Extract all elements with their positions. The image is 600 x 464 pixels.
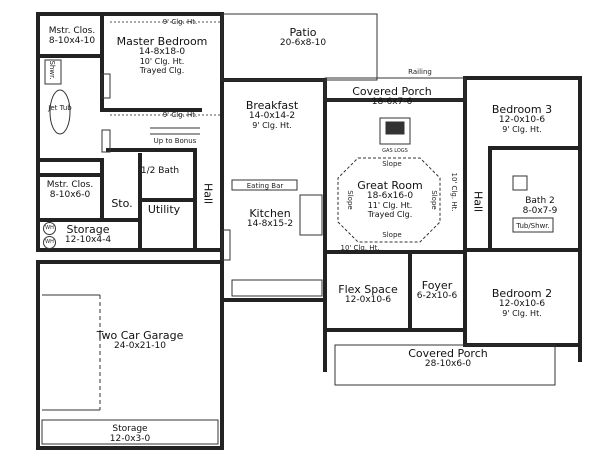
bedroom3-ceiling: 9' Clg. Ht. xyxy=(502,125,542,134)
breakfast-name: Breakfast xyxy=(245,99,299,112)
great-room-name: Great Room xyxy=(357,179,423,192)
bedroom3-dims: 12-0x10-6 xyxy=(498,115,546,125)
hall-right-label: Hall xyxy=(471,190,485,213)
master-closet-top-name: Mstr. Clos. xyxy=(48,26,96,36)
covered-porch-rear-name: Covered Porch xyxy=(352,85,432,98)
master-bedroom-ceiling: 10' Clg. Ht. xyxy=(139,57,185,66)
storage-bottom-dims: 12-0x3-0 xyxy=(109,434,151,444)
up-to-bonus-note: Up to Bonus xyxy=(153,137,197,145)
breakfast-ceiling: 9' Clg. Ht. xyxy=(252,121,292,130)
storage-bottom-name: Storage xyxy=(112,424,148,434)
master-closet-bottom-dims: 8-10x6-0 xyxy=(49,190,91,200)
covered-porch-rear-label: Covered Porch 18-6x7-6 xyxy=(352,86,432,107)
patio-label: Patio 20-6x8-10 xyxy=(280,27,326,48)
flex-space-dims: 12-0x10-6 xyxy=(344,295,392,305)
railing-note: Railing xyxy=(408,68,432,76)
breakfast-label: Breakfast 14-0x14-2 9' Clg. Ht. xyxy=(246,100,298,130)
bedroom3-name: Bedroom 3 xyxy=(491,103,553,116)
master-bedroom-label: Master Bedroom 14-8x18-0 10' Clg. Ht. Tr… xyxy=(117,36,208,75)
flex-space-label: Flex Space 12-0x10-6 xyxy=(338,284,398,305)
half-bath-label: 1/2 Bath xyxy=(141,166,179,176)
master-bedroom-dims: 14-8x18-0 xyxy=(138,47,186,57)
bedroom2-name: Bedroom 2 xyxy=(491,287,553,300)
master-closet-top-label: Mstr. Clos. 8-10x4-10 xyxy=(49,26,95,46)
ceiling-note-mid: 9' Clg. Ht. xyxy=(162,111,198,119)
water-heater-2-tag: WH xyxy=(43,236,56,249)
foyer-name: Foyer xyxy=(421,279,453,292)
garage-dims: 24-0x21-10 xyxy=(114,341,166,351)
great-room-ceiling: 11' Clg. Ht. xyxy=(367,201,413,210)
flex-space-name: Flex Space xyxy=(338,283,398,296)
covered-porch-front-name: Covered Porch xyxy=(408,347,488,360)
half-bath-name: 1/2 Bath xyxy=(140,166,180,176)
water-heater-1-tag: WH xyxy=(43,222,56,235)
shower-note: Shwr. xyxy=(48,60,56,80)
great-room-ceiling-note: 10' Clg. Ht. xyxy=(340,244,380,252)
bedroom2-ceiling: 9' Clg. Ht. xyxy=(502,309,542,318)
storage-left-label: Storage 12-10x4-4 xyxy=(65,224,111,245)
master-closet-bottom-label: Mstr. Clos. 8-10x6-0 xyxy=(47,180,93,200)
ceiling-note-top: 9' Clg. Ht. xyxy=(162,18,198,26)
foyer-label: Foyer 6-2x10-6 xyxy=(417,280,457,301)
great-room-dims: 18-6x16-0 xyxy=(366,191,414,201)
storage-small-name: Sto. xyxy=(111,197,133,210)
great-room-label: Great Room 18-6x16-0 11' Clg. Ht. Trayed… xyxy=(357,180,422,219)
slope-top-note: Slope xyxy=(382,160,402,168)
covered-porch-front-dims: 28-10x6-0 xyxy=(424,359,472,369)
master-closet-top-dims: 8-10x4-10 xyxy=(48,36,96,46)
hall-left-name: Hall xyxy=(201,182,215,205)
patio-dims: 20-6x8-10 xyxy=(279,38,327,48)
bedroom2-label: Bedroom 2 12-0x10-6 9' Clg. Ht. xyxy=(492,288,552,318)
gas-logs-note: GAS LOGS xyxy=(382,148,408,154)
slope-left-note: Slope xyxy=(346,190,354,210)
foyer-dims: 6-2x10-6 xyxy=(416,291,458,301)
kitchen-label: Kitchen 14-8x15-2 xyxy=(247,208,293,229)
great-room-right-ceiling-note: 10' Clg. Ht. xyxy=(450,172,458,212)
kitchen-dims: 14-8x15-2 xyxy=(246,219,294,229)
great-room-tray: Trayed Clg. xyxy=(367,210,413,219)
garage-label: Two Car Garage 24-0x21-10 xyxy=(97,330,184,351)
bath2-dims: 8-0x7-9 xyxy=(522,206,558,216)
bath2-name: Bath 2 xyxy=(525,196,555,206)
slope-bottom-note: Slope xyxy=(382,231,402,239)
bedroom3-label: Bedroom 3 12-0x10-6 9' Clg. Ht. xyxy=(492,104,552,134)
hall-right-name: Hall xyxy=(471,190,485,213)
covered-porch-rear-dims: 18-6x7-6 xyxy=(371,97,413,107)
tub-shower-note: Tub/Shwr. xyxy=(516,222,550,230)
bedroom2-dims: 12-0x10-6 xyxy=(498,299,546,309)
covered-porch-front-label: Covered Porch 28-10x6-0 xyxy=(408,348,488,369)
master-closet-bottom-name: Mstr. Clos. xyxy=(46,180,94,190)
slope-right-note: Slope xyxy=(430,190,438,210)
master-bedroom-tray: Trayed Clg. xyxy=(139,66,185,75)
storage-left-name: Storage xyxy=(66,223,110,236)
master-bedroom-name: Master Bedroom xyxy=(116,35,208,48)
garage-name: Two Car Garage xyxy=(96,329,184,342)
kitchen-name: Kitchen xyxy=(249,207,291,220)
bath2-label: Bath 2 8-0x7-9 xyxy=(523,196,558,216)
jet-tub-note: Jet Tub xyxy=(48,104,72,112)
eating-bar-note: Eating Bar xyxy=(246,182,284,190)
breakfast-dims: 14-0x14-2 xyxy=(248,111,296,121)
utility-name: Utility xyxy=(147,203,181,216)
patio-name: Patio xyxy=(289,26,317,39)
hall-left-label: Hall xyxy=(201,182,215,205)
storage-small-label: Sto. xyxy=(111,198,132,209)
storage-bottom-label: Storage 12-0x3-0 xyxy=(110,424,150,444)
storage-left-dims: 12-10x4-4 xyxy=(64,235,112,245)
utility-label: Utility xyxy=(148,204,180,215)
